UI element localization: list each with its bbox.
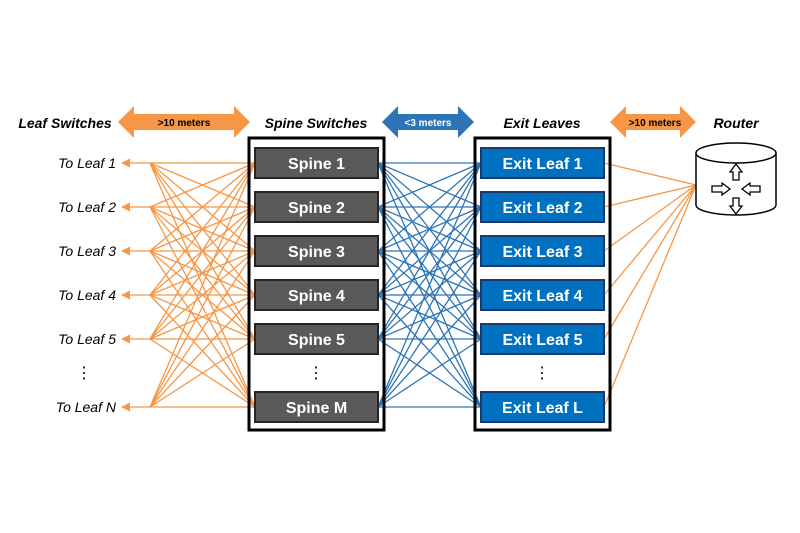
exit-ellipsis: ⋮: [534, 365, 550, 382]
spine-exit-link: [377, 294, 482, 408]
leaf-spine-link: [149, 206, 256, 408]
exit-leaf: Exit Leaf 2: [480, 191, 605, 223]
exit-router-links: [603, 162, 697, 408]
spine-exit-link: [377, 206, 482, 408]
leaf-label: To Leaf 2: [58, 199, 116, 215]
spine-switch: Spine 1: [254, 147, 379, 179]
exit-router-link: [603, 162, 697, 186]
exit-leaf-label: Exit Leaf 2: [502, 200, 582, 217]
exit-router-link: [603, 184, 697, 408]
spine-switch-label: Spine M: [286, 400, 347, 417]
spine-ellipsis: ⋮: [308, 365, 324, 382]
spine-exit-link: [377, 338, 482, 408]
spine-switch-label: Spine 1: [288, 156, 345, 173]
spine-switch: Spine M: [254, 391, 379, 423]
distance-arrow-spine-exit: <3 meters: [382, 106, 474, 138]
leaf-spine-link: [149, 206, 256, 340]
exit-leaf-list: Exit Leaf 1 Exit Leaf 2 Exit Leaf 3 Exit Le…: [480, 147, 605, 423]
exit-leaf: Exit Leaf 5: [480, 323, 605, 355]
spine-exit-link: [377, 162, 482, 208]
spine-exit-link: [377, 162, 482, 340]
distance-arrow-exit-router: >10 meters: [610, 106, 696, 138]
leaf-spine-link: [149, 294, 256, 340]
leaf-spine-link: [149, 162, 256, 252]
spine-exit-link: [377, 294, 482, 340]
spine-switch: Spine 4: [254, 279, 379, 311]
spine-exit-links: [377, 162, 482, 408]
exit-leaf-label: Exit Leaf 5: [502, 332, 582, 349]
exit-leaf: Exit Leaf 4: [480, 279, 605, 311]
spine-exit-link: [377, 250, 482, 408]
spine-switch: Spine 5: [254, 323, 379, 355]
leaf-spine-link: [149, 162, 256, 208]
spine-exit-link: [377, 206, 482, 340]
spine-switch-label: Spine 3: [288, 244, 345, 261]
leaf-label: To Leaf 3: [58, 243, 116, 259]
leaf-spine-links: [121, 158, 256, 412]
leaf-spine-link: [149, 162, 256, 340]
exit-leaf-label: Exit Leaf 1: [502, 156, 582, 173]
spine-switch: Spine 2: [254, 191, 379, 223]
exit-router-link: [603, 184, 697, 252]
leaf-label: To Leaf 1: [58, 155, 116, 171]
exit-leaf: Exit Leaf 3: [480, 235, 605, 267]
leaf-label: To Leaf 5: [58, 331, 116, 347]
leaf-label: To Leaf 4: [58, 287, 116, 303]
header-spine-switches: Spine Switches: [265, 115, 368, 131]
leaf-spine-link: [149, 162, 256, 296]
exit-router-link: [603, 184, 697, 208]
spine-exit-link: [377, 162, 482, 408]
spine-exit-link: [377, 250, 482, 340]
distance-arrow-leaf-spine: >10 meters: [118, 106, 250, 138]
router: [695, 142, 777, 216]
spine-group-frame: [247, 136, 386, 432]
spine-switch: Spine 3: [254, 235, 379, 267]
leaf-spine-link: [149, 250, 256, 408]
spine-switch-list: Spine 1 Spine 2 Spine 3 Spine 4 Spine 5 Spine…: [254, 147, 379, 423]
exit-leaf: Exit Leaf L: [480, 391, 605, 423]
header-leaf-switches: Leaf Switches: [18, 115, 112, 131]
exit-leaf-label: Exit Leaf L: [502, 400, 583, 417]
distance-label-spine-exit: <3 meters: [405, 118, 452, 129]
distance-label-exit-router: >10 meters: [629, 118, 682, 129]
spine-switch-label: Spine 2: [288, 200, 345, 217]
distance-label-leaf-spine: >10 meters: [158, 118, 211, 129]
leaf-spine-link: [149, 162, 256, 408]
exit-group-frame: [473, 136, 612, 432]
leaf-ellipsis: ⋮: [76, 365, 92, 382]
leaf-spine-link: [149, 294, 256, 408]
spine-switch-label: Spine 5: [288, 332, 345, 349]
exit-router-link: [603, 184, 697, 296]
leaf-label: To Leaf N: [56, 399, 117, 415]
exit-leaf-label: Exit Leaf 3: [502, 244, 582, 261]
spine-exit-link: [377, 162, 482, 252]
exit-router-link: [603, 184, 697, 340]
spine-exit-link: [377, 162, 482, 296]
header-router: Router: [713, 115, 760, 131]
leaf-label-list: To Leaf 1 To Leaf 2 To Leaf 3 To Leaf 4 To L…: [56, 155, 117, 415]
exit-leaf: Exit Leaf 1: [480, 147, 605, 179]
spine-switch-label: Spine 4: [288, 288, 345, 305]
header-exit-leaves: Exit Leaves: [503, 115, 580, 131]
router-arrows-icon: [711, 162, 761, 216]
leaf-spine-link: [149, 338, 256, 408]
leaf-spine-link: [149, 250, 256, 340]
exit-leaf-label: Exit Leaf 4: [502, 288, 582, 305]
